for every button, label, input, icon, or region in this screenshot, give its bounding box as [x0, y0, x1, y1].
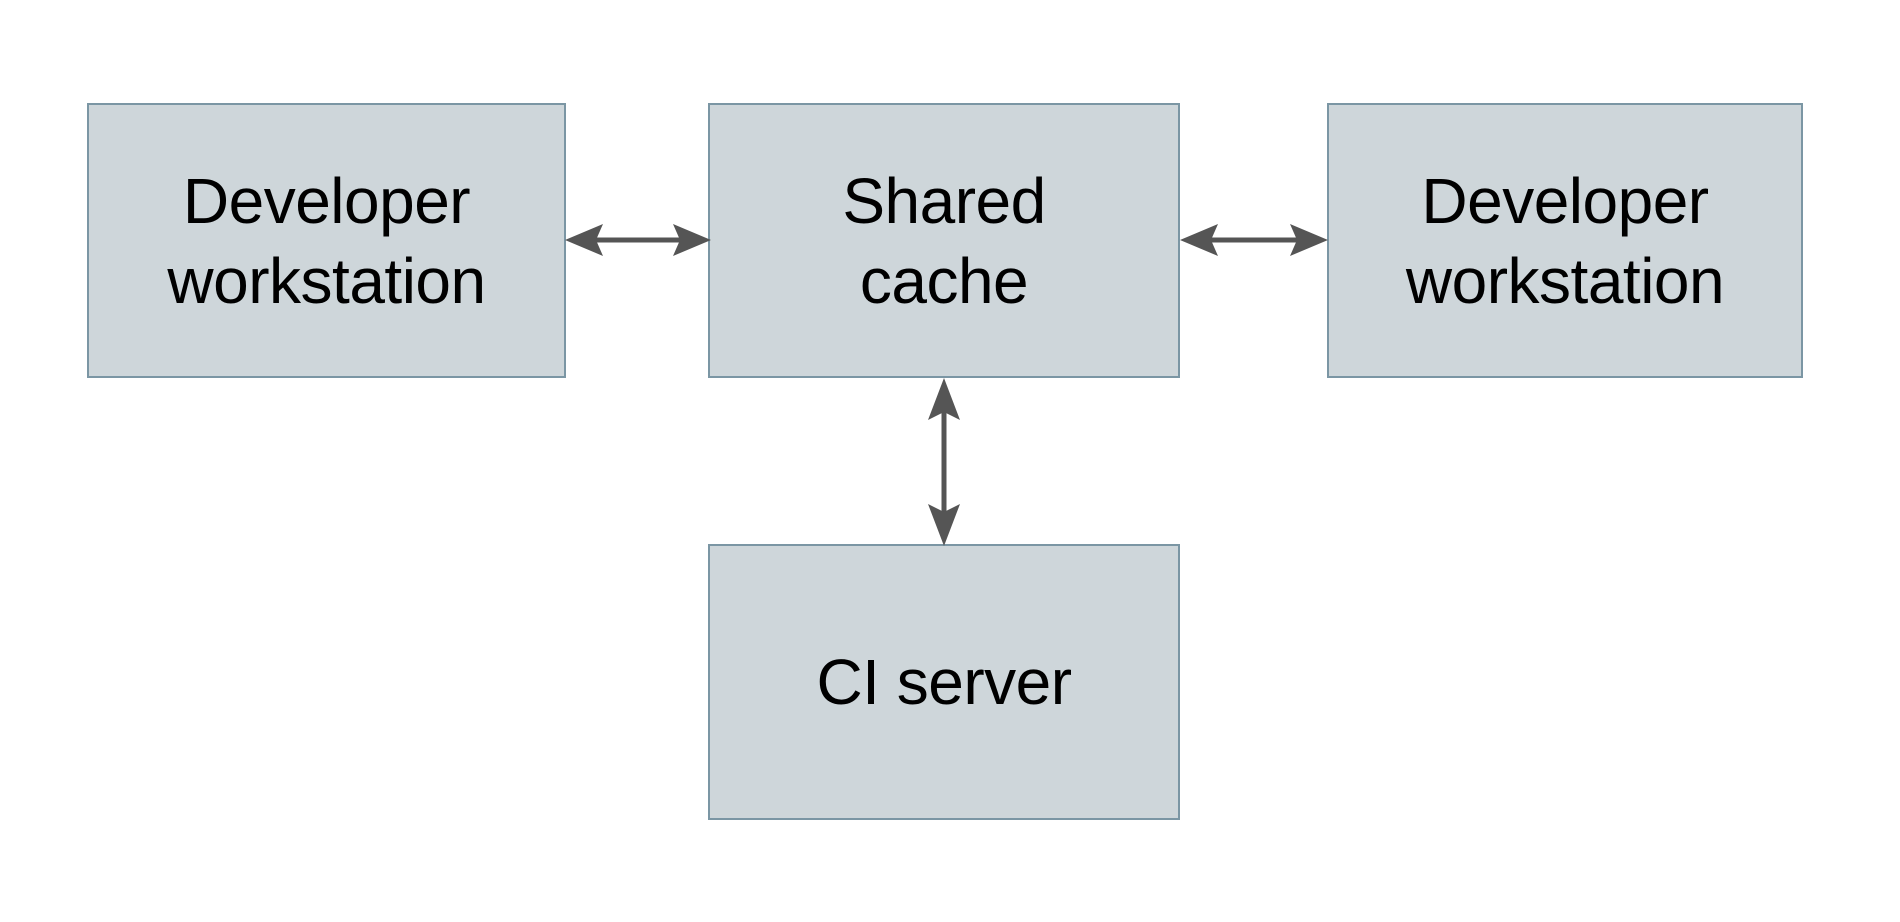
double-arrow-vertical-icon	[928, 378, 960, 546]
double-arrow-horizontal-icon	[1180, 224, 1328, 256]
node-ci-server[interactable]: CI server	[708, 544, 1180, 820]
node-label: Developer workstation	[167, 164, 486, 317]
edge-developer-left-to-shared-cache[interactable]	[563, 210, 713, 270]
edge-shared-cache-to-ci-server[interactable]	[914, 376, 974, 548]
edge-shared-cache-to-developer-right[interactable]	[1178, 210, 1330, 270]
node-shared-cache[interactable]: Shared cache	[708, 103, 1180, 378]
node-developer-workstation-left[interactable]: Developer workstation	[87, 103, 566, 378]
node-label: Shared cache	[842, 164, 1046, 317]
node-developer-workstation-right[interactable]: Developer workstation	[1327, 103, 1803, 378]
node-label: CI server	[816, 646, 1072, 718]
node-label: Developer workstation	[1405, 164, 1725, 317]
double-arrow-horizontal-icon	[565, 224, 711, 256]
